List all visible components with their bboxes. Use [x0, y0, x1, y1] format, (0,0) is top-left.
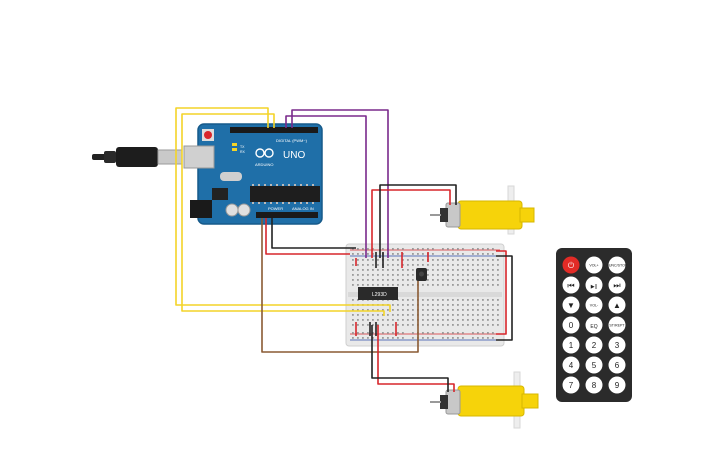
remote-button-label: ▲ [613, 301, 621, 310]
remote-button-label: 7 [569, 381, 574, 390]
remote-button-eq[interactable]: EQ [585, 316, 603, 334]
remote-button-func-stop[interactable]: FUNC/STOP [607, 256, 628, 274]
wire-yellow-2[interactable] [181, 113, 385, 316]
motor-driver-chip[interactable]: L293D [358, 287, 398, 300]
remote-button-0[interactable]: 0 [562, 316, 580, 334]
remote-button-label: VOL- [590, 304, 599, 308]
remote-button-label: ▶|| [591, 284, 597, 290]
wires [175, 107, 513, 392]
remote-button-label: ⏮ [567, 281, 574, 290]
remote-button-up[interactable]: ▲ [608, 296, 626, 314]
remote-button-label: 3 [615, 341, 620, 350]
remote-button-2[interactable]: 2 [585, 336, 603, 354]
remote-button-label: ▼ [567, 301, 575, 310]
wire-red-5v[interactable] [265, 218, 350, 255]
remote-button-label: 1 [569, 341, 574, 350]
remote-button-5[interactable]: 5 [585, 356, 603, 374]
remote-button-1[interactable]: 1 [562, 336, 580, 354]
wire-yellow-1[interactable] [175, 107, 391, 312]
remote-button-8[interactable]: 8 [585, 376, 603, 394]
remote-button-label: 0 [569, 321, 574, 330]
wire-red-motor-top[interactable] [371, 189, 451, 258]
remote-button-next[interactable]: ⏭ [608, 276, 626, 294]
wire-black-gnd[interactable] [271, 218, 356, 249]
wire-purple-2[interactable] [291, 109, 389, 258]
remote-button-label: 8 [592, 381, 597, 390]
wire-purple-1[interactable] [285, 115, 367, 258]
dc-motor-bottom[interactable] [430, 371, 539, 429]
remote-button-label: 5 [592, 361, 597, 370]
remote-button-3[interactable]: 3 [608, 336, 626, 354]
ir-remote[interactable]: ⏻ VOL+ FUNC/STOP ⏮ ▶|| ⏭ ▼ VOL- ▲ 0 EQ ST/REPT 1 2 3 4 5… [556, 248, 632, 402]
power-icon: ⏻ [568, 261, 575, 270]
remote-button-label: ST/REPT [609, 324, 625, 328]
reset-button[interactable] [204, 131, 212, 139]
remote-button-vol-up[interactable]: VOL+ [585, 256, 603, 274]
dc-motor-top[interactable] [430, 185, 535, 235]
remote-button-power[interactable]: ⏻ [562, 256, 580, 274]
wire-red-motor-bottom[interactable] [377, 325, 455, 392]
remote-button-4[interactable]: 4 [562, 356, 580, 374]
remote-button-label: ⏭ [613, 281, 620, 290]
tx-label: TX [240, 145, 245, 149]
remote-button-label: 9 [615, 381, 620, 390]
wire-brown-ir[interactable] [261, 218, 419, 353]
wire-black-rail-right[interactable] [496, 255, 513, 341]
arduino-uno-board[interactable]: UNO ARDUINO DIGITAL (PWM~) ANALOG IN POW… [183, 123, 323, 225]
wire-red-rail-right[interactable] [496, 250, 507, 335]
rx-label: RX [240, 150, 246, 154]
driver-chip-label: L293D [372, 292, 387, 298]
remote-button-label: 4 [569, 361, 574, 370]
wire-black-motor-bottom[interactable] [371, 325, 449, 392]
board-model-label: UNO [283, 150, 305, 161]
remote-button-9[interactable]: 9 [608, 376, 626, 394]
analog-header-label: ANALOG IN [292, 206, 314, 211]
remote-button-label: EQ [590, 324, 597, 330]
arduino-logo-icon [255, 148, 274, 158]
power-header-label: POWER [268, 206, 283, 211]
digital-header-label: DIGITAL (PWM~) [276, 138, 308, 143]
remote-button-label: 2 [592, 341, 597, 350]
remote-button-st-rept[interactable]: ST/REPT [608, 316, 626, 334]
usb-cable[interactable] [92, 147, 183, 167]
remote-button-label: VOL+ [589, 264, 598, 268]
remote-button-vol-down[interactable]: VOL- [585, 296, 603, 314]
remote-button-label: FUNC/STOP [607, 264, 628, 268]
remote-button-label: 6 [615, 361, 620, 370]
remote-button-6[interactable]: 6 [608, 356, 626, 374]
remote-button-down[interactable]: ▼ [562, 296, 580, 314]
brand-label: ARDUINO [255, 162, 273, 167]
breadboard[interactable] [345, 243, 505, 347]
wire-black-motor-top[interactable] [379, 184, 457, 258]
remote-buttons: ⏻ VOL+ FUNC/STOP ⏮ ▶|| ⏭ ▼ VOL- ▲ 0 EQ ST/REPT 1 2 3 4 5… [562, 256, 628, 394]
remote-button-7[interactable]: 7 [562, 376, 580, 394]
remote-button-play-pause[interactable]: ▶|| [585, 276, 603, 294]
ir-receiver[interactable] [416, 268, 427, 281]
remote-button-prev[interactable]: ⏮ [562, 276, 580, 294]
